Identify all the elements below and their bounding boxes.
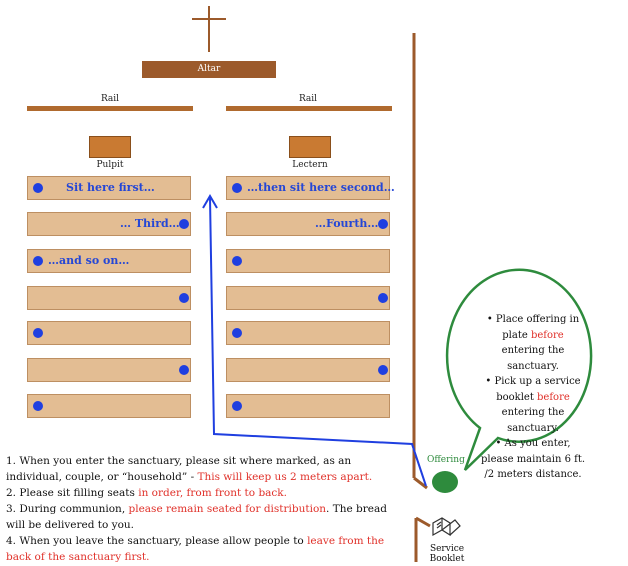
seat-marker — [33, 256, 43, 266]
altar-label: Altar — [197, 64, 221, 74]
seat-marker — [232, 401, 242, 411]
pew-left-3-label: …and so on… — [48, 254, 130, 267]
offering-label: Offering — [427, 455, 465, 465]
pulpit-label: Pulpit — [96, 160, 124, 170]
pew-left-1: Sit here first… — [27, 176, 191, 200]
seat-marker — [232, 328, 242, 338]
pew-left-3: …and so on… — [27, 249, 191, 273]
pew-right-1: …then sit here second… — [226, 176, 395, 200]
lectern-label: Lectern — [292, 160, 328, 170]
pew-right-1-label: …then sit here second… — [247, 181, 395, 194]
arrow-head — [202, 194, 218, 209]
seat-marker — [179, 293, 189, 303]
instruction-1: 1. When you enter the sanctuary, please … — [6, 455, 373, 483]
bubble-line-2: • Pick up a service booklet before enter… — [485, 376, 581, 434]
pew-right-2: …Fourth… — [226, 212, 390, 236]
pulpit — [89, 136, 131, 158]
pew-left-1-label: Sit here first… — [66, 181, 155, 194]
booklet-wall-end — [415, 516, 431, 528]
rail-right-label: Rail — [298, 94, 318, 104]
bubble-line-1: • Place offering in plate before enterin… — [486, 314, 580, 372]
pew-left-7 — [27, 394, 191, 418]
bubble-instructions: • Place offering in plate before enterin… — [480, 312, 586, 483]
cross-icon — [208, 6, 210, 52]
pew-left-6 — [27, 358, 191, 382]
offering-plate — [432, 471, 458, 493]
rail-right — [226, 106, 392, 111]
pew-right-4 — [226, 286, 390, 310]
lectern — [289, 136, 331, 158]
seat-marker — [378, 219, 388, 229]
pew-right-6 — [226, 358, 390, 382]
cross-arm — [192, 18, 226, 20]
seat-marker — [378, 293, 388, 303]
pew-left-2-label: … Third… — [120, 217, 180, 230]
instruction-2: 2. Please sit filling seats in order, fr… — [6, 487, 288, 499]
seat-marker — [33, 328, 43, 338]
seat-marker — [232, 183, 242, 193]
seat-marker — [33, 183, 43, 193]
pew-right-2-label: …Fourth… — [315, 217, 379, 230]
pew-left-4 — [27, 286, 191, 310]
instruction-4: 4. When you leave the sanctuary, please … — [6, 535, 385, 563]
pew-right-7 — [226, 394, 390, 418]
speech-bubble — [445, 268, 593, 471]
walking-path-arrow — [209, 197, 427, 487]
instruction-3: 3. During communion, please remain seate… — [6, 503, 387, 531]
entry-wall-end — [413, 476, 428, 490]
booklet-label: Service Booklet — [429, 544, 465, 564]
seat-marker — [179, 365, 189, 375]
bubble-line-3: • As you enter, please maintain 6 ft. /2… — [480, 438, 586, 480]
seat-marker — [232, 256, 242, 266]
seat-marker — [33, 401, 43, 411]
book-icon — [432, 517, 461, 537]
pew-left-2: … Third… — [27, 212, 191, 236]
pew-right-5 — [226, 321, 390, 345]
seat-marker — [179, 219, 189, 229]
seat-marker — [378, 365, 388, 375]
rail-left — [27, 106, 193, 111]
altar: Altar — [142, 61, 276, 78]
rail-left-label: Rail — [100, 94, 120, 104]
pew-right-3 — [226, 249, 390, 273]
pew-left-5 — [27, 321, 191, 345]
